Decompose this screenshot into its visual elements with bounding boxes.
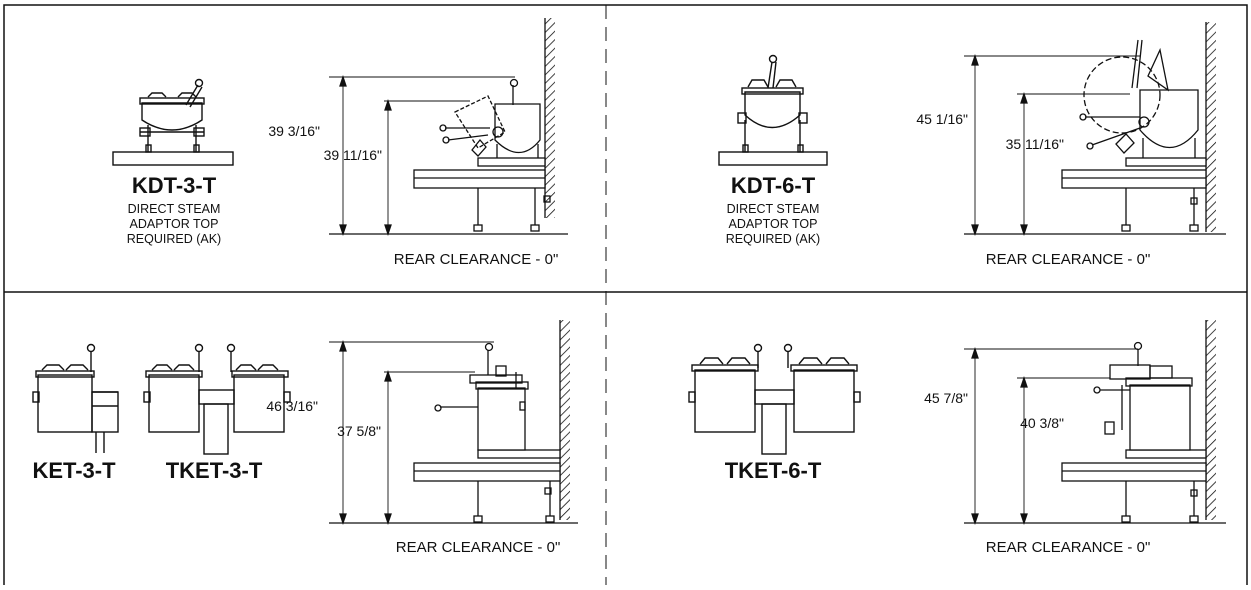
dim-outer: 45 1/16" [916, 111, 968, 127]
kdt-3-t-front-view [112, 78, 234, 166]
tket-3-t-front-view [143, 343, 291, 455]
panel-ket-3-t: KET-3-T TKET-3-T [32, 320, 578, 556]
ket-3-t-side-view [329, 320, 578, 526]
model-label: KDT-3-T [132, 173, 217, 198]
wall-hatch [1206, 22, 1216, 232]
outer-frame [3, 4, 1248, 588]
model-label: TKET-6-T [725, 458, 822, 483]
model-label-a: KET-3-T [32, 458, 116, 483]
dim-outer: 46 3/16" [266, 398, 318, 414]
tket-6-t-side-view [964, 320, 1226, 526]
dim-outer: 45 7/8" [924, 390, 968, 406]
model-label: KDT-6-T [731, 173, 816, 198]
dim-inner: 37 5/8" [337, 423, 381, 439]
note-line-2: ADAPTOR TOP [130, 217, 219, 231]
note-line-3: REQUIRED (AK) [726, 232, 820, 246]
dim-inner: 40 3/8" [1020, 415, 1064, 431]
rear-clearance-label: REAR CLEARANCE - 0" [986, 251, 1151, 268]
kdt-6-t-side-view [964, 22, 1226, 237]
dim-inner: 39 11/16" [324, 147, 382, 163]
dim-outer: 39 3/16" [268, 123, 320, 139]
panel-kdt-3-t: KDT-3-T DIRECT STEAM ADAPTOR TOP REQUIRE… [112, 18, 568, 268]
wall-hatch [545, 18, 555, 218]
kdt-3-t-side-view [329, 18, 568, 237]
model-label-b: TKET-3-T [166, 458, 263, 483]
note-line-1: DIRECT STEAM [128, 202, 221, 216]
note-line-2: ADAPTOR TOP [729, 217, 818, 231]
kdt-6-t-front-view [718, 54, 828, 166]
ket-3-t-front-view [32, 343, 119, 453]
wall-hatch [1206, 320, 1216, 520]
rear-clearance-label: REAR CLEARANCE - 0" [986, 539, 1151, 556]
panel-kdt-6-t: KDT-6-T DIRECT STEAM ADAPTOR TOP REQUIRE… [718, 22, 1226, 268]
rear-clearance-label: REAR CLEARANCE - 0" [394, 251, 559, 268]
rear-clearance-label: REAR CLEARANCE - 0" [396, 539, 561, 556]
tket-6-t-front-view [688, 343, 861, 455]
panel-tket-6-t: TKET-6-T 45 7/8" 40 [688, 320, 1226, 556]
note-line-1: DIRECT STEAM [727, 202, 820, 216]
dim-inner: 35 11/16" [1006, 136, 1064, 152]
wall-hatch [560, 320, 570, 520]
note-line-3: REQUIRED (AK) [127, 232, 221, 246]
